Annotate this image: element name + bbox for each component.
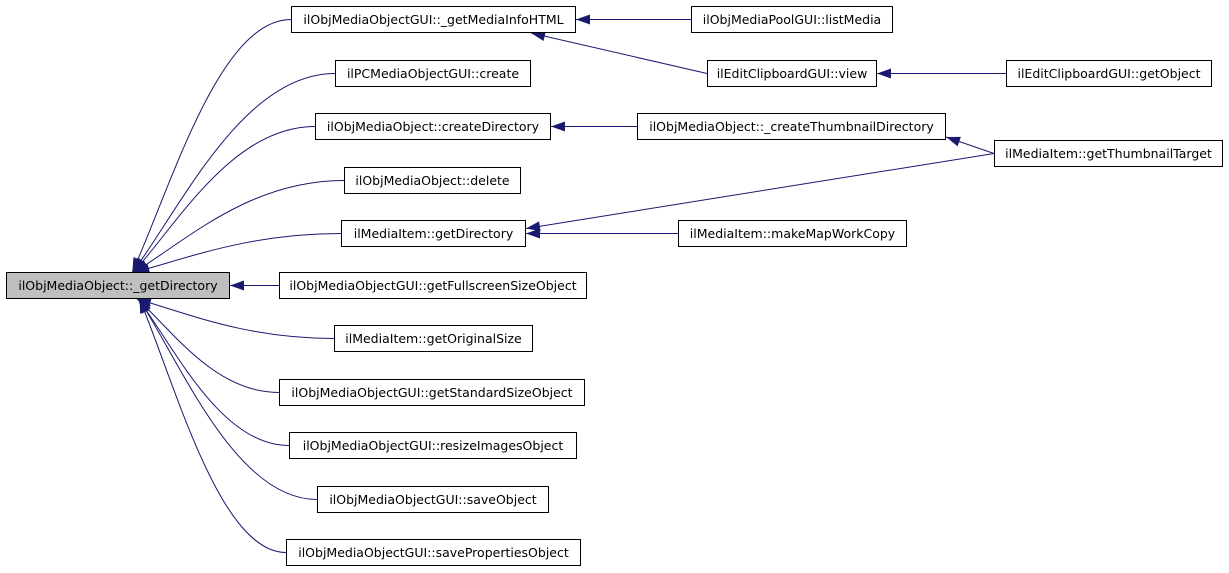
node-pc-media-object-create[interactable]: ilPCMediaObjectGUI::create [335, 60, 531, 87]
arrowhead-n16-to-n13 [877, 68, 891, 79]
edge-n13-to-n1 [530, 32, 708, 74]
node-save-properties-object[interactable]: ilObjMediaObjectGUI::savePropertiesObjec… [286, 539, 581, 566]
arrowhead-n17-to-n5 [526, 221, 541, 232]
edge-n2-to-root [132, 73, 336, 273]
node-delete[interactable]: ilObjMediaObject::delete [344, 167, 521, 194]
edge-n3-to-root [133, 126, 316, 273]
node-get-fullscreen-size-object[interactable]: ilObjMediaObjectGUI::getFullscreenSizeOb… [279, 272, 587, 299]
edge-n9-to-root [137, 298, 290, 446]
edge-n4-to-root [134, 180, 345, 273]
node-save-object[interactable]: ilObjMediaObjectGUI::saveObject [317, 486, 549, 513]
edge-n5-to-root [135, 233, 342, 273]
node-get-original-size[interactable]: ilMediaItem::getOriginalSize [334, 325, 533, 352]
arrowhead-n15-to-n5 [526, 228, 540, 239]
edge-n1-to-root [131, 19, 292, 273]
arrowhead-n12-to-n1 [576, 14, 590, 25]
node-create-directory[interactable]: ilObjMediaObject::createDirectory [315, 113, 551, 140]
node-make-map-work-copy[interactable]: ilMediaItem::makeMapWorkCopy [678, 220, 907, 247]
node-list-media[interactable]: ilObjMediaPoolGUI::listMedia [691, 6, 893, 33]
node-get-thumbnail-target[interactable]: ilMediaItem::getThumbnailTarget [994, 140, 1223, 167]
node-get-standard-size-object[interactable]: ilObjMediaObjectGUI::getStandardSizeObje… [279, 379, 585, 406]
node-resize-images-object[interactable]: ilObjMediaObjectGUI::resizeImagesObject [289, 432, 577, 459]
node-edit-clipboard-get-object[interactable]: ilEditClipboardGUI::getObject [1006, 60, 1212, 87]
node-root-get-directory[interactable]: ilObjMediaObject::_getDirectory [6, 272, 230, 299]
arrowhead-n17-to-n14 [946, 136, 961, 147]
node-create-thumbnail-directory[interactable]: ilObjMediaObject::_createThumbnailDirect… [637, 113, 946, 140]
arrowhead-n14-to-n3 [551, 121, 565, 132]
arrowhead-n6-to-root [230, 280, 244, 291]
node-edit-clipboard-view[interactable]: ilEditClipboardGUI::view [707, 60, 877, 87]
arrowhead-n13-to-n1 [531, 31, 546, 42]
arrowhead-n5-to-root [135, 263, 151, 274]
node-media-item-get-directory[interactable]: ilMediaItem::getDirectory [341, 220, 526, 247]
arrowhead-n11-to-root [139, 299, 150, 314]
edge-n8-to-root [137, 298, 280, 393]
edge-n17-to-n5 [525, 153, 995, 229]
edge-n11-to-root [139, 298, 287, 553]
edge-n7-to-root [136, 298, 335, 339]
edge-n10-to-root [138, 298, 318, 500]
node-get-media-info-html[interactable]: ilObjMediaObjectGUI::_getMediaInfoHTML [291, 6, 576, 33]
